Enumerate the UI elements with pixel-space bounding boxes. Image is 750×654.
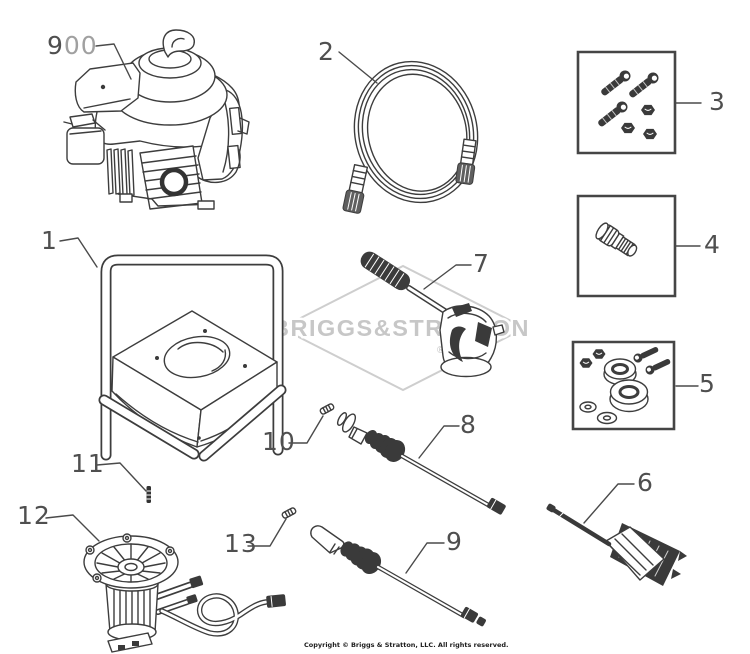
spacer-roller-icon [604, 359, 636, 385]
callout-label: 9 [446, 527, 463, 556]
bolt-icon [633, 346, 659, 363]
callout-label: 00 [63, 31, 98, 60]
callout-label: 9 [47, 31, 64, 60]
callout-13-pin: 13 [224, 531, 258, 556]
bolt-icon [629, 72, 659, 98]
pin-11-illustration [146, 486, 152, 503]
washer-icon [598, 413, 617, 424]
callout-3-fastener-kit: 3 [709, 89, 726, 114]
callout-6-brush: 6 [637, 470, 654, 495]
pump-illustration [84, 534, 286, 652]
nut-icon [592, 349, 606, 359]
callout-8-wand-upper: 8 [460, 412, 477, 437]
callout-label: 3 [709, 87, 726, 116]
hose-end-fitting-right [455, 139, 478, 185]
callout-label: 7 [473, 249, 490, 278]
wand-grip [340, 541, 382, 575]
wand-grip [364, 430, 406, 462]
bolt-icon [598, 101, 628, 127]
callout-label: 5 [699, 369, 716, 398]
spacer-roller-icon [610, 380, 648, 412]
callout-4-nozzle-kit: 4 [704, 232, 721, 257]
callout-7-spray-gun: 7 [473, 251, 490, 276]
callout-12-pump: 12 [17, 503, 51, 528]
callout-label: 8 [460, 410, 477, 439]
callout-leader-lines [46, 44, 701, 573]
nozzle-fitting-icon [594, 221, 640, 260]
callout-label: 11 [71, 449, 105, 478]
engine-illustration [64, 30, 249, 209]
callout-1-frame: 1 [41, 228, 58, 253]
fastener-kit-box [578, 52, 675, 153]
callout-label: 2 [318, 37, 335, 66]
brush-illustration [546, 503, 687, 586]
washer-icon [580, 402, 596, 412]
copyright-notice: Copyright © Briggs & Stratton, LLC. All … [304, 641, 509, 649]
pin-13-illustration [281, 507, 296, 519]
hose-illustration [340, 48, 493, 215]
watermark-registered-icon: ® [437, 345, 445, 356]
callout-9-wand-lower: 9 [446, 529, 463, 554]
wand-upper-illustration [336, 411, 506, 515]
bolt-icon [601, 70, 631, 96]
hose-end-fitting-left [342, 164, 369, 214]
pin-10-illustration [319, 403, 334, 415]
bolt-icon [645, 358, 671, 375]
wand-lower-illustration [311, 526, 486, 627]
nut-icon [641, 104, 655, 116]
callout-label: 13 [224, 529, 258, 558]
nozzle-kit-box [578, 196, 675, 296]
callout-label: 12 [17, 501, 51, 530]
callout-10-pin: 10 [262, 429, 296, 454]
callout-5-hardware-kit: 5 [699, 371, 716, 396]
callout-label: 1 [41, 226, 58, 255]
callout-900-engine: 900 [47, 33, 98, 58]
callout-label: 10 [262, 427, 296, 456]
hardware-kit-box [573, 342, 674, 429]
callout-11-pin: 11 [71, 451, 105, 476]
callout-label: 4 [704, 230, 721, 259]
nut-icon [579, 358, 593, 368]
nut-icon [643, 128, 657, 140]
nut-icon [621, 122, 635, 134]
frame-illustration [104, 260, 281, 456]
spray-gun-illustration [358, 249, 504, 376]
callout-2-hose: 2 [318, 39, 335, 64]
callout-label: 6 [637, 468, 654, 497]
